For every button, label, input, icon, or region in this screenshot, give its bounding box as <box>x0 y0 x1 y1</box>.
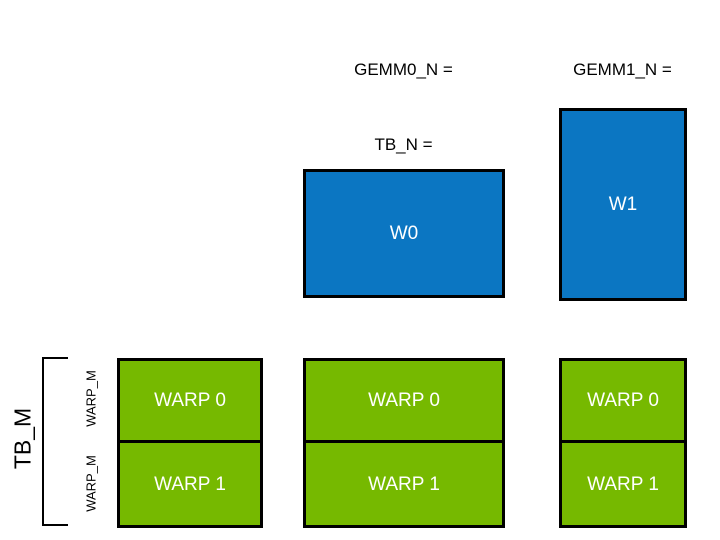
warp-row-label: WARP 0 <box>587 390 659 411</box>
warp-row-label: WARP 1 <box>368 473 440 495</box>
warp-row-label: WARP 0 <box>154 390 226 411</box>
column-header-gemm0-line-2: TB_N = <box>374 135 433 154</box>
warp-tile-w1-label: W1 <box>608 194 638 215</box>
warp-rows-column-1: WARP 0 WARP 1 <box>303 358 505 528</box>
warp-row-label: WARP 1 <box>154 473 226 495</box>
column-header-gemm1-line-1: GEMM1_N = <box>573 60 672 79</box>
axis-label-warp-m-top: WARP_M <box>83 370 99 427</box>
warp-row-label: WARP 1 <box>587 473 659 495</box>
warp-row-cell: WARP 0 <box>120 361 260 443</box>
warp-rows-column-2: WARP 0 WARP 1 <box>559 358 687 528</box>
axis-label-warp-m-bottom: WARP_M <box>83 455 99 512</box>
warp-row-cell: WARP 0 <box>562 361 684 443</box>
column-header-gemm0-line-1: GEMM0_N = <box>354 60 453 79</box>
warp-row-label: WARP 0 <box>368 390 440 411</box>
warp-row-cell: WARP 1 <box>562 443 684 525</box>
warp-tile-w0: W0 <box>303 169 505 298</box>
warp-tile-w0-label: W0 <box>389 223 419 244</box>
axis-label-tb-m: TB_M <box>9 407 36 470</box>
warp-row-cell: WARP 1 <box>120 443 260 525</box>
warp-row-cell: WARP 1 <box>306 443 502 525</box>
warp-tile-w1: W1 <box>559 108 687 301</box>
warp-row-cell: WARP 0 <box>306 361 502 443</box>
warp-rows-column-0: WARP 0 WARP 1 <box>117 358 263 528</box>
tb-m-bracket <box>42 357 68 526</box>
